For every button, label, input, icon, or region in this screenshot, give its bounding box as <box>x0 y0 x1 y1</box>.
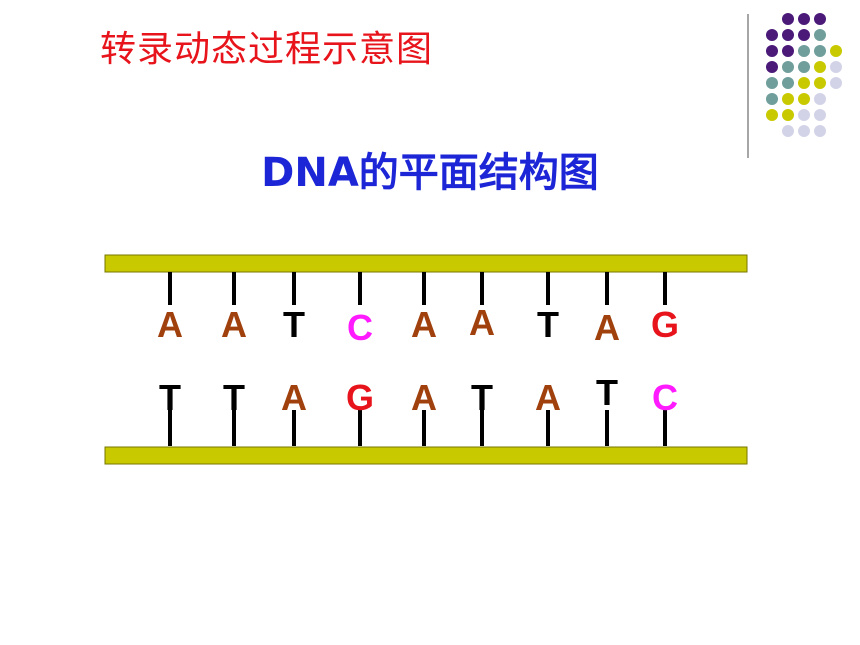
decorative-dot <box>782 13 794 25</box>
top-strand-base: C <box>347 307 373 348</box>
decorative-dot <box>798 125 810 137</box>
decorative-dot <box>766 93 778 105</box>
decorative-dot <box>798 45 810 57</box>
top-strand-base: A <box>221 304 247 345</box>
bottom-strand-base: T <box>159 377 181 418</box>
decorative-dot <box>798 93 810 105</box>
decorative-dot <box>782 125 794 137</box>
bottom-strand-base: A <box>535 377 561 418</box>
top-strand-base: A <box>469 302 495 343</box>
top-strand-base: T <box>537 304 559 345</box>
decorative-dot <box>814 93 826 105</box>
top-strand-base: G <box>651 304 679 345</box>
diagram-title: DNA的平面结构图 <box>261 150 599 196</box>
top-backbone-strand <box>104 254 748 273</box>
decorative-dot <box>782 109 794 121</box>
decorative-dot <box>782 77 794 89</box>
decorative-dot <box>798 61 810 73</box>
decorative-dot <box>814 77 826 89</box>
decorative-dot <box>798 13 810 25</box>
decorative-dot <box>830 61 842 73</box>
top-strand-base: T <box>283 304 305 345</box>
bottom-backbone-strand <box>104 446 748 465</box>
bottom-strand-base: T <box>471 377 493 418</box>
decorative-dot <box>782 45 794 57</box>
decorative-dot <box>766 29 778 41</box>
decorative-dot <box>814 13 826 25</box>
decorative-dot <box>814 125 826 137</box>
bottom-strand-base: T <box>596 372 618 413</box>
bottom-strand-base: T <box>223 377 245 418</box>
decorative-dot <box>814 61 826 73</box>
decorative-dot <box>782 29 794 41</box>
decorative-dot <box>814 109 826 121</box>
decorative-dot <box>814 45 826 57</box>
decorative-dot <box>766 109 778 121</box>
bottom-strand-base: C <box>652 377 678 418</box>
bottom-strand-base: A <box>281 377 307 418</box>
decorative-dot <box>766 45 778 57</box>
decorative-dot <box>766 77 778 89</box>
top-strand-base: A <box>594 307 620 348</box>
decorative-dot <box>798 77 810 89</box>
slide-title: 转录动态过程示意图 <box>100 29 434 70</box>
bottom-strand-base: G <box>346 377 374 418</box>
decorative-dot-grid <box>747 13 842 158</box>
bottom-strand-base: A <box>411 377 437 418</box>
top-strand-base: A <box>411 304 437 345</box>
decorative-dot <box>766 61 778 73</box>
decorative-dot <box>814 29 826 41</box>
decorative-dot <box>798 109 810 121</box>
decorative-dot <box>782 93 794 105</box>
decorative-dot <box>830 45 842 57</box>
decorative-dot <box>830 77 842 89</box>
top-strand-base: A <box>157 304 183 345</box>
decorative-dot <box>798 29 810 41</box>
decorative-dot <box>782 61 794 73</box>
